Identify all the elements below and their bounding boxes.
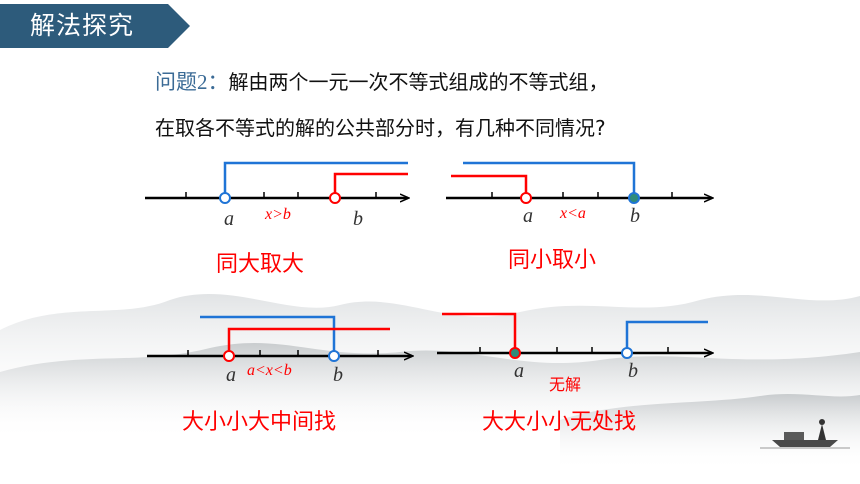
case-caption: 大小小大中间找: [182, 410, 337, 435]
open-point-a: [219, 192, 231, 204]
case-2-number-line: [446, 161, 712, 204]
case-4-number-line: [437, 312, 712, 359]
label-b: b: [333, 364, 343, 386]
solid-point-a: [509, 347, 521, 359]
case-1-number-line: [145, 161, 408, 204]
red-range-x-gt-b: [333, 172, 408, 193]
red-range-x-lt-a: [442, 312, 517, 348]
section-banner: [0, 4, 190, 48]
inequality-label: 无解: [549, 375, 582, 394]
inequality-label: a<x<b: [247, 362, 292, 379]
case-caption: 同大取大: [216, 252, 305, 277]
label-a: a: [224, 208, 234, 230]
open-point-b: [329, 192, 341, 204]
inequality-label: x>b: [265, 206, 291, 223]
question-text-1: 解由两个一元一次不等式组成的不等式组，: [228, 70, 609, 94]
open-point-b: [328, 350, 340, 362]
open-point-a: [223, 350, 235, 362]
case-3-number-line: [147, 315, 412, 362]
label-b: b: [353, 208, 363, 230]
red-range-x-lt-a: [451, 174, 528, 193]
section-title: 解法探究: [30, 11, 135, 40]
case-caption: 同小取小: [508, 248, 597, 273]
question-line-1: 问题2：解由两个一元一次不等式组成的不等式组，: [155, 66, 609, 96]
case-caption: 大大小小无处找: [482, 410, 637, 435]
blue-range-x-lt-b: [463, 161, 636, 193]
label-a: a: [523, 205, 533, 227]
label-b: b: [628, 360, 638, 382]
question-label: 问题2：: [155, 70, 229, 94]
label-a: a: [226, 364, 236, 386]
label-a: a: [514, 360, 524, 382]
blue-range-x-lt-b: [200, 315, 336, 351]
question-line-2: 在取各不等式的解的公共部分时，有几种不同情况?: [155, 116, 606, 140]
inequality-label: x<a: [560, 205, 586, 222]
blue-range-x-gt-b: [625, 320, 708, 348]
label-b: b: [630, 205, 640, 227]
open-point-b: [621, 347, 633, 359]
solid-point-b: [628, 192, 640, 204]
red-range-x-gt-a: [227, 327, 390, 351]
open-point-a: [520, 192, 532, 204]
blue-range-x-gt-a: [223, 161, 408, 193]
